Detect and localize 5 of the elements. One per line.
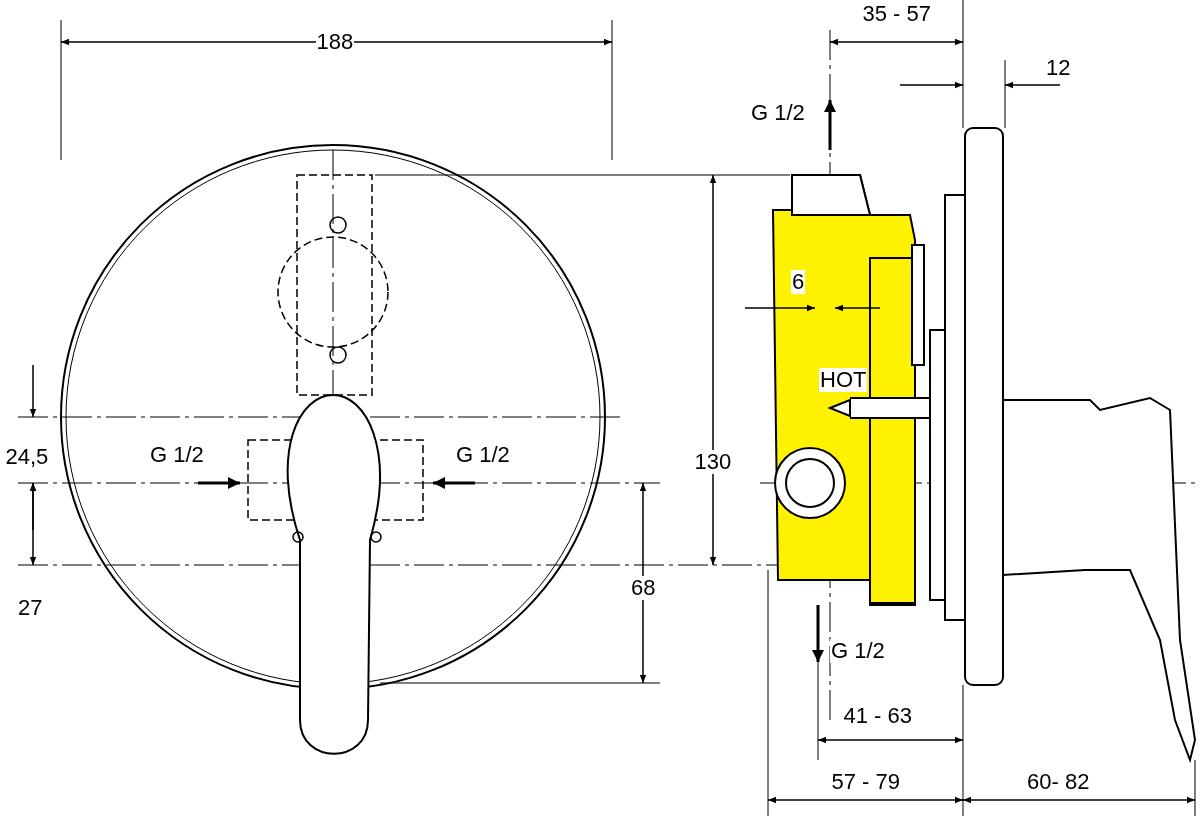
dimension-label: 130: [693, 450, 733, 474]
dimension-label: 68: [630, 576, 657, 600]
inlet-label: HOT: [819, 368, 868, 392]
dimension-label: 6: [791, 270, 806, 294]
thread-size-label: G 1/2: [830, 639, 886, 663]
